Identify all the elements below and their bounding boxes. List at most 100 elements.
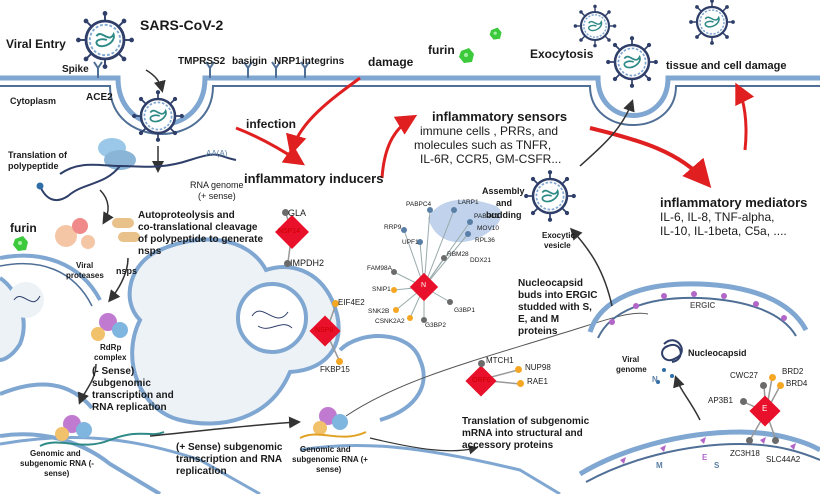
e-partner-slc44a2: SLC44A2: [766, 455, 801, 464]
infection-label: infection: [246, 117, 296, 131]
inflammatory-mediators-line-1: IL-6, IL-8, TNF-alpha,: [660, 210, 775, 224]
genomic-neg-line-1: Genomic and: [30, 449, 81, 458]
neg-sense-line-3: transcription and: [92, 390, 174, 401]
polya-label: AA(A): [206, 149, 228, 158]
e-node-slc44a2: [772, 437, 779, 444]
cytoplasm-label: Cytoplasm: [10, 96, 57, 106]
nucleocapsid-buds-line-1: Nucleocapsid: [518, 278, 584, 289]
nsp14-node-gla: [282, 209, 289, 216]
orf6-node-rae1: [517, 380, 524, 387]
pos-sense-line-3: replication: [176, 466, 227, 477]
n-partner-larp1: LARP1: [458, 199, 479, 206]
nsp14-node-impdh2: [284, 260, 291, 267]
m-protein-mark: M: [656, 461, 663, 470]
n-partner-rrp9: RRP9: [384, 224, 402, 231]
receptor-integrins: integrins: [302, 56, 345, 67]
n-node: [417, 239, 423, 245]
n-partner-pabpc1: PABPC1: [474, 213, 500, 220]
translation-subgenomic-line-2: mRNA into structural and: [462, 428, 583, 439]
n-hub-label: N: [421, 282, 427, 289]
diagram-title: SARS-CoV-2: [140, 17, 224, 33]
n-partner-g3bp1: G3BP1: [454, 307, 475, 314]
e-partner-ap3b1: AP3B1: [708, 396, 733, 405]
furin-top-label: furin: [428, 43, 455, 57]
neg-sense-line-4: RNA replication: [92, 402, 167, 413]
nsp14-hub-label: NSP14: [278, 228, 301, 235]
n-protein-mark: N: [652, 375, 658, 384]
nsp8-partner-fkbp15: FKBP15: [320, 365, 350, 374]
n-partner-snip1: SNIP1: [372, 286, 391, 293]
nsp14-partner-gla: GLA: [288, 208, 307, 218]
genomic-pos-line-1: Genomic and: [300, 445, 351, 454]
n-partner-rbm28: RBM28: [447, 251, 469, 258]
assembly-line-1: Assembly: [482, 186, 525, 196]
e-partner-brd2: BRD2: [782, 367, 804, 376]
inflammatory-mediators-title: inflammatory mediators: [660, 195, 808, 210]
n-node: [407, 315, 413, 321]
rdrp-line-2: complex: [94, 353, 127, 362]
e-node-cwc27: [760, 382, 767, 389]
n-partner-snk2b: SNK2B: [368, 308, 390, 315]
neg-sense-line-2: subgenomic: [92, 378, 151, 389]
n-node: [441, 255, 447, 261]
nucleocapsid-label: Nucleocapsid: [688, 348, 747, 358]
n-partner-csnk2a2: CSNK2A2: [375, 318, 405, 325]
inflammatory-inducers-label: inflammatory inducers: [244, 171, 384, 186]
neg-sense-line-1: (- Sense): [92, 366, 135, 377]
receptor-nrp1: NRP1: [274, 56, 301, 67]
viral-entry-label: Viral Entry: [6, 37, 66, 51]
n-node: [401, 227, 407, 233]
nsp8-node-eif4e2: [332, 300, 339, 307]
n-node: [393, 307, 399, 313]
inflammatory-sensors-line-2: molecules such as TNFR,: [414, 138, 552, 152]
nsp8-partner-eif4e2: EIF4E2: [338, 298, 365, 307]
autoproteolysis-line-1: Autoproteolysis and: [138, 210, 235, 221]
rdrp-line-1: RdRp: [100, 343, 122, 352]
ergic-label: ERGIC: [690, 301, 716, 310]
e-protein-mark: E: [702, 453, 708, 462]
n-partner-ddx21: DDX21: [470, 257, 491, 264]
exocytosis-label: Exocytosis: [530, 47, 594, 61]
damage-label: damage: [368, 55, 414, 69]
receptor-tmprss2: TMPRSS2: [178, 56, 226, 67]
e-node-brd4: [777, 382, 784, 389]
translation-polypeptide-line-2: polypeptide: [8, 161, 59, 171]
n-partner-rpl36: RPL36: [475, 237, 495, 244]
receptor-basigin: basigin: [232, 56, 268, 67]
n-partner-upf1: UPF1: [402, 239, 419, 246]
orf6-partner-mtch1: MTCH1: [486, 356, 514, 365]
orf6-partner-rae1: RAE1: [527, 377, 548, 386]
translation-subgenomic-line-3: accessory proteins: [462, 440, 554, 451]
pos-sense-line-1: (+ Sense) subgenomic: [176, 442, 283, 453]
pos-sense-line-2: transcription and RNA: [176, 454, 283, 465]
nucleocapsid-buds-line-5: proteins: [518, 326, 558, 337]
orf6-hub-label: ORF6: [472, 377, 491, 384]
nucleocapsid-buds-line-2: buds into ERGIC: [518, 290, 598, 301]
n-node: [391, 287, 397, 293]
exocytic-vesicle-line-2: vesicle: [544, 241, 571, 250]
autoproteolysis-line-2: co-translational cleavage: [138, 222, 258, 233]
genomic-pos-line-2: subgenomic RNA (+: [292, 455, 368, 464]
genomic-neg-line-3: sense): [44, 469, 70, 478]
n-node: [447, 299, 453, 305]
n-partner-pabpc4: PABPC4: [406, 201, 432, 208]
ace2-label: ACE2: [86, 92, 113, 103]
n-partner-g3bp2: G3BP2: [425, 322, 446, 329]
orf6-partner-nup98: NUP98: [525, 363, 551, 372]
orf6-node-nup98: [515, 366, 522, 373]
n-node: [421, 317, 427, 323]
rna-genome-line-2: (+ sense): [198, 191, 236, 201]
inflammatory-sensors-title: inflammatory sensors: [432, 109, 568, 124]
n-node: [427, 207, 433, 213]
nsps-label: nsps: [116, 266, 138, 276]
e-hub-label: E: [762, 404, 768, 413]
autoproteolysis-line-4: nsps: [138, 246, 162, 257]
spike-label: Spike: [62, 64, 89, 75]
genomic-neg-line-2: subgenomic RNA (-: [20, 459, 94, 468]
e-partner-cwc27: CWC27: [730, 371, 759, 380]
viral-genome-line-1: Viral: [622, 355, 640, 364]
assembly-line-3: budding: [486, 210, 522, 220]
genomic-pos-line-3: sense): [316, 465, 342, 474]
n-node: [465, 231, 471, 237]
